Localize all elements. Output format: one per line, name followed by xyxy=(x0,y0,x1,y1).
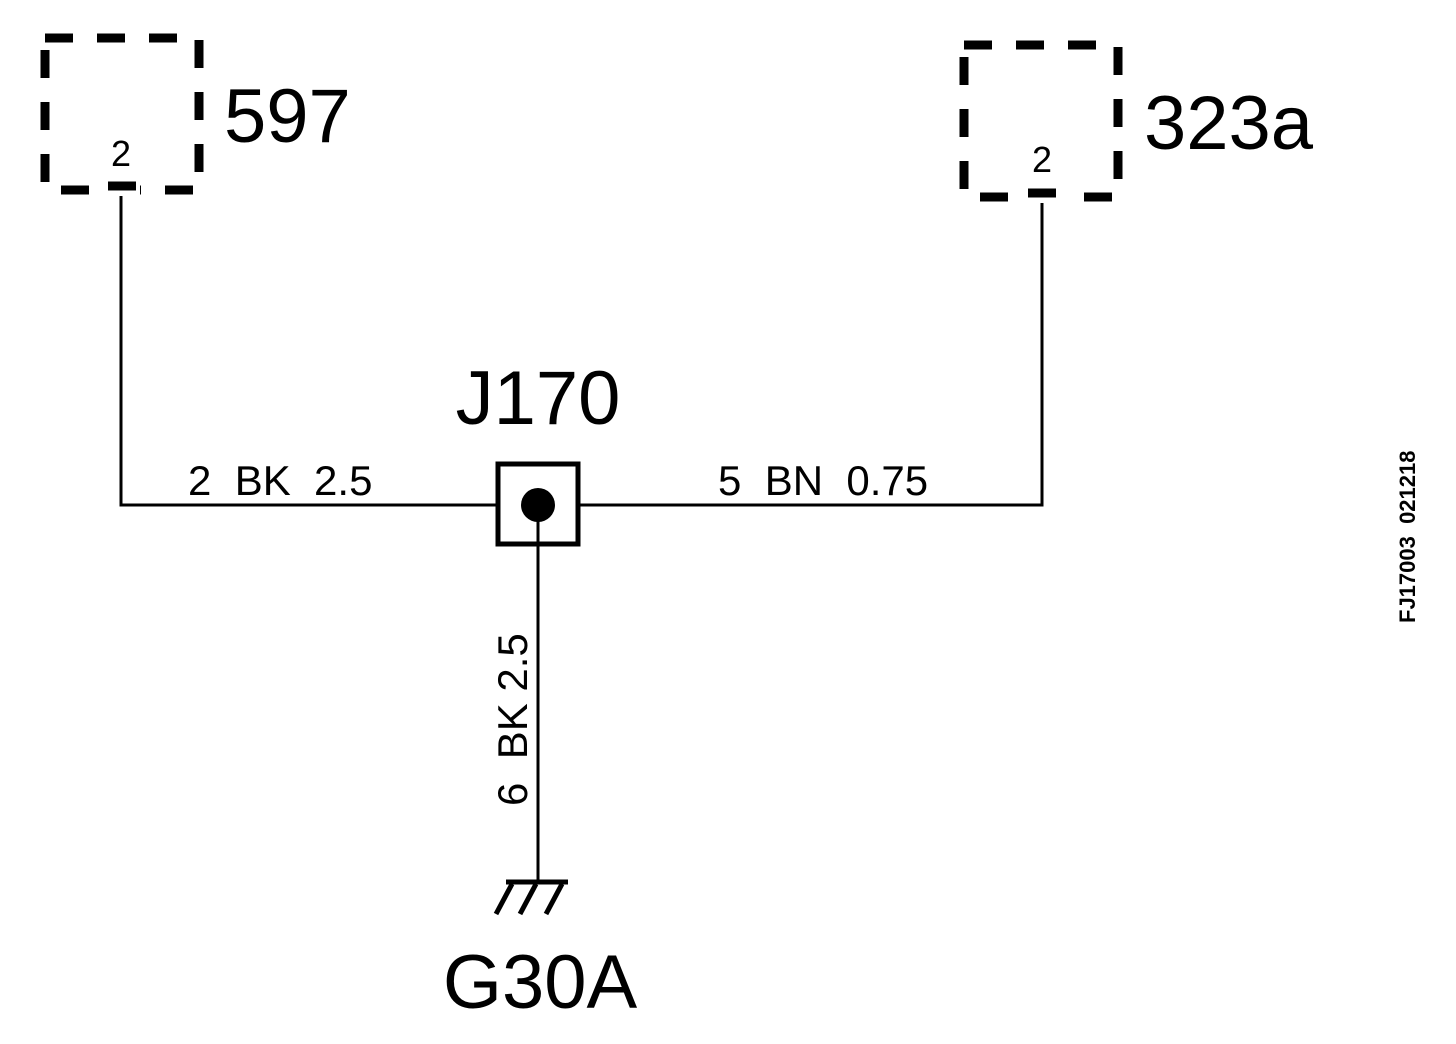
junction-j170-dot xyxy=(521,488,555,522)
ground-symbol-hatch-1 xyxy=(493,882,515,916)
ground-symbol-hatch-3 xyxy=(543,882,565,916)
connector-597-pin-label: 2 xyxy=(111,133,131,174)
connector-323a-pin-label: 2 xyxy=(1032,139,1052,180)
connector-323a-label: 323a xyxy=(1144,81,1314,166)
junction-j170-label: J170 xyxy=(456,356,621,441)
wire-j170-to-323a[interactable] xyxy=(578,203,1044,507)
wire-label-6-bk: 6 BK 2.5 xyxy=(489,633,536,806)
connector-597[interactable]: 2 597 xyxy=(40,33,351,196)
wire-label-2-bk: 2 BK 2.5 xyxy=(188,457,372,504)
ground-symbol-hatch-2 xyxy=(517,882,539,916)
ground-g30a[interactable]: G30A xyxy=(443,879,638,1025)
wire-label-5-bn: 5 BN 0.75 xyxy=(718,457,928,504)
diagram-reference-code: FJ17003 021218 xyxy=(1395,451,1420,624)
wire-597-to-j170[interactable] xyxy=(119,196,498,507)
connector-597-label: 597 xyxy=(224,74,351,159)
ground-g30a-label: G30A xyxy=(443,940,638,1025)
connector-323a[interactable]: 2 323a xyxy=(959,40,1314,203)
junction-j170[interactable]: J170 xyxy=(456,356,621,547)
junction-j170-box xyxy=(495,461,581,547)
